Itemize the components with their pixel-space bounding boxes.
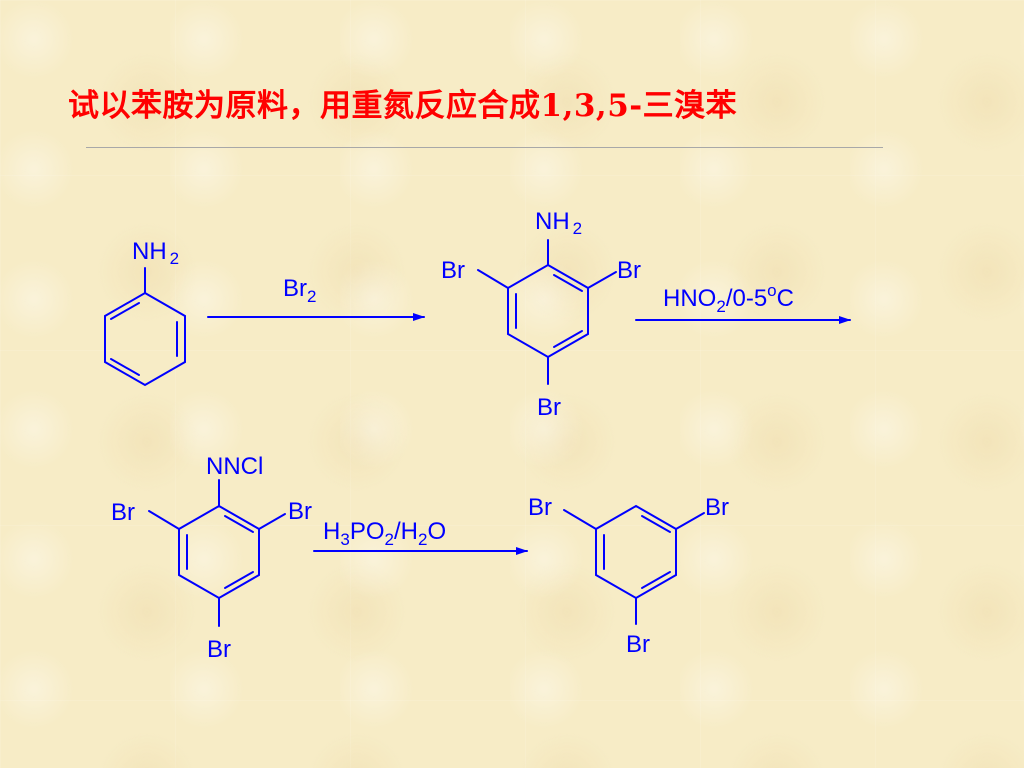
- double-bond: [641, 571, 671, 589]
- double-bond: [110, 302, 140, 320]
- double-bond: [553, 330, 583, 348]
- benzene-ring: [104, 291, 186, 387]
- slide-title: 试以苯胺为原料，用重氮反应合成1,3,5-三溴苯: [68, 88, 738, 124]
- reaction-step-1: Br2: [207, 275, 425, 321]
- bromine-label-right: Br: [617, 257, 641, 284]
- benzene-ring: [178, 504, 260, 600]
- bromine-bond: [563, 509, 597, 530]
- bromine-label-right: Br: [288, 498, 312, 525]
- bromine-bond: [477, 269, 509, 289]
- double-bond: [110, 358, 140, 376]
- double-bond: [553, 274, 583, 292]
- bromine-bond: [258, 513, 286, 530]
- title-divider: [86, 147, 883, 148]
- diazonium-group-label: NNCl: [206, 453, 263, 480]
- bromine-label-left: Br: [528, 494, 552, 521]
- bromine-label-bottom: Br: [626, 631, 650, 658]
- bromine-label-left: Br: [111, 499, 135, 526]
- bromine-bond: [675, 512, 705, 530]
- reaction-step-2: HNO2/0-5oC: [635, 281, 851, 324]
- bromine-bond: [148, 510, 180, 530]
- bromine-label-bottom: Br: [537, 394, 561, 421]
- benzene-ring: [507, 263, 589, 359]
- double-bond: [641, 515, 671, 533]
- reaction-step-3: H3PO2/H2O: [313, 518, 528, 555]
- reagent-bromine: Br2: [283, 275, 316, 306]
- bromine-label-right: Br: [705, 494, 729, 521]
- tribromobenzene-structure: Br Br Br: [528, 494, 729, 658]
- benzene-ring: [595, 504, 677, 600]
- reagent-nitrous-acid: HNO2/0-5oC: [663, 281, 794, 316]
- double-bond: [224, 515, 254, 533]
- reagent-hypophosphorous-acid: H3PO2/H2O: [323, 518, 446, 549]
- diazonium-salt-structure: NNCl Br Br Br: [111, 453, 312, 663]
- bromine-bond: [587, 271, 617, 289]
- double-bond: [224, 571, 254, 589]
- bromine-label-bottom: Br: [207, 636, 231, 663]
- bromine-label-left: Br: [441, 257, 465, 284]
